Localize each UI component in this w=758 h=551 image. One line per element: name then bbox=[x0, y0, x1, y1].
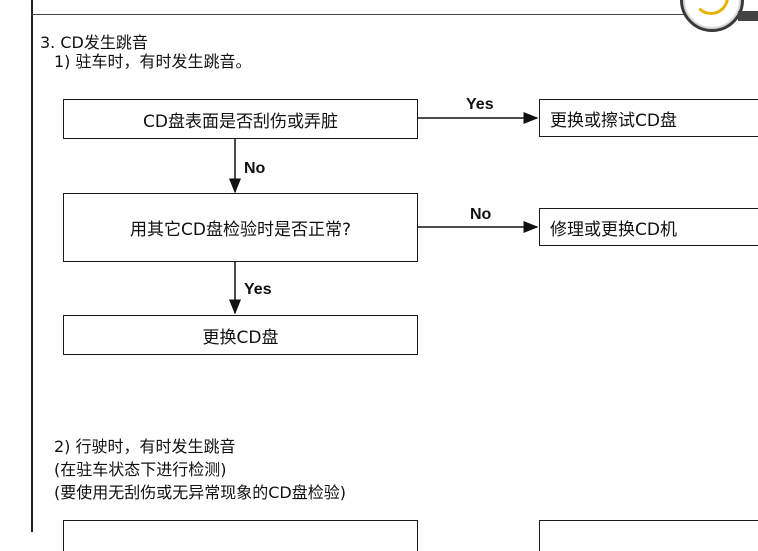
q1-no-label: No bbox=[244, 160, 266, 177]
next-decision-box bbox=[63, 520, 418, 551]
q1-yes-action-box: 更换或擦试CD盘 bbox=[539, 99, 758, 137]
page-top-border bbox=[31, 14, 758, 15]
subsection-2-note-2: (要使用无刮伤或无异常现象的CD盘检验) bbox=[54, 483, 346, 502]
q2-text: 用其它CD盘检验时是否正常? bbox=[130, 220, 351, 240]
q2-decision-box: 用其它CD盘检验时是否正常? bbox=[63, 193, 418, 262]
q2-yes-action-box: 更换CD盘 bbox=[63, 315, 418, 355]
q2-no-action-box: 修理或更换CD机 bbox=[539, 208, 758, 246]
q2-no-action-text: 修理或更换CD机 bbox=[550, 219, 677, 240]
subsection-1-title: 1) 驻车时，有时发生跳音。 bbox=[54, 52, 252, 71]
subsection-2-note-1: (在驻车状态下进行检测) bbox=[54, 460, 227, 479]
next-action-box bbox=[539, 520, 758, 551]
section-title: 3. CD发生跳音 bbox=[40, 33, 148, 52]
q1-text: CD盘表面是否刮伤或弄脏 bbox=[143, 111, 338, 132]
page-left-border bbox=[31, 0, 33, 532]
q2-yes-action-text: 更换CD盘 bbox=[202, 327, 279, 348]
q2-no-label: No bbox=[470, 206, 492, 223]
q1-decision-box: CD盘表面是否刮伤或弄脏 bbox=[63, 99, 418, 139]
q2-yes-label: Yes bbox=[244, 281, 272, 298]
flowchart-connectors bbox=[229, 112, 539, 315]
q1-yes-label: Yes bbox=[466, 96, 494, 113]
q1-yes-action-text: 更换或擦试CD盘 bbox=[550, 110, 677, 131]
subsection-2-title: 2) 行驶时，有时发生跳音 bbox=[54, 437, 236, 456]
logo-tail-icon bbox=[738, 11, 758, 21]
